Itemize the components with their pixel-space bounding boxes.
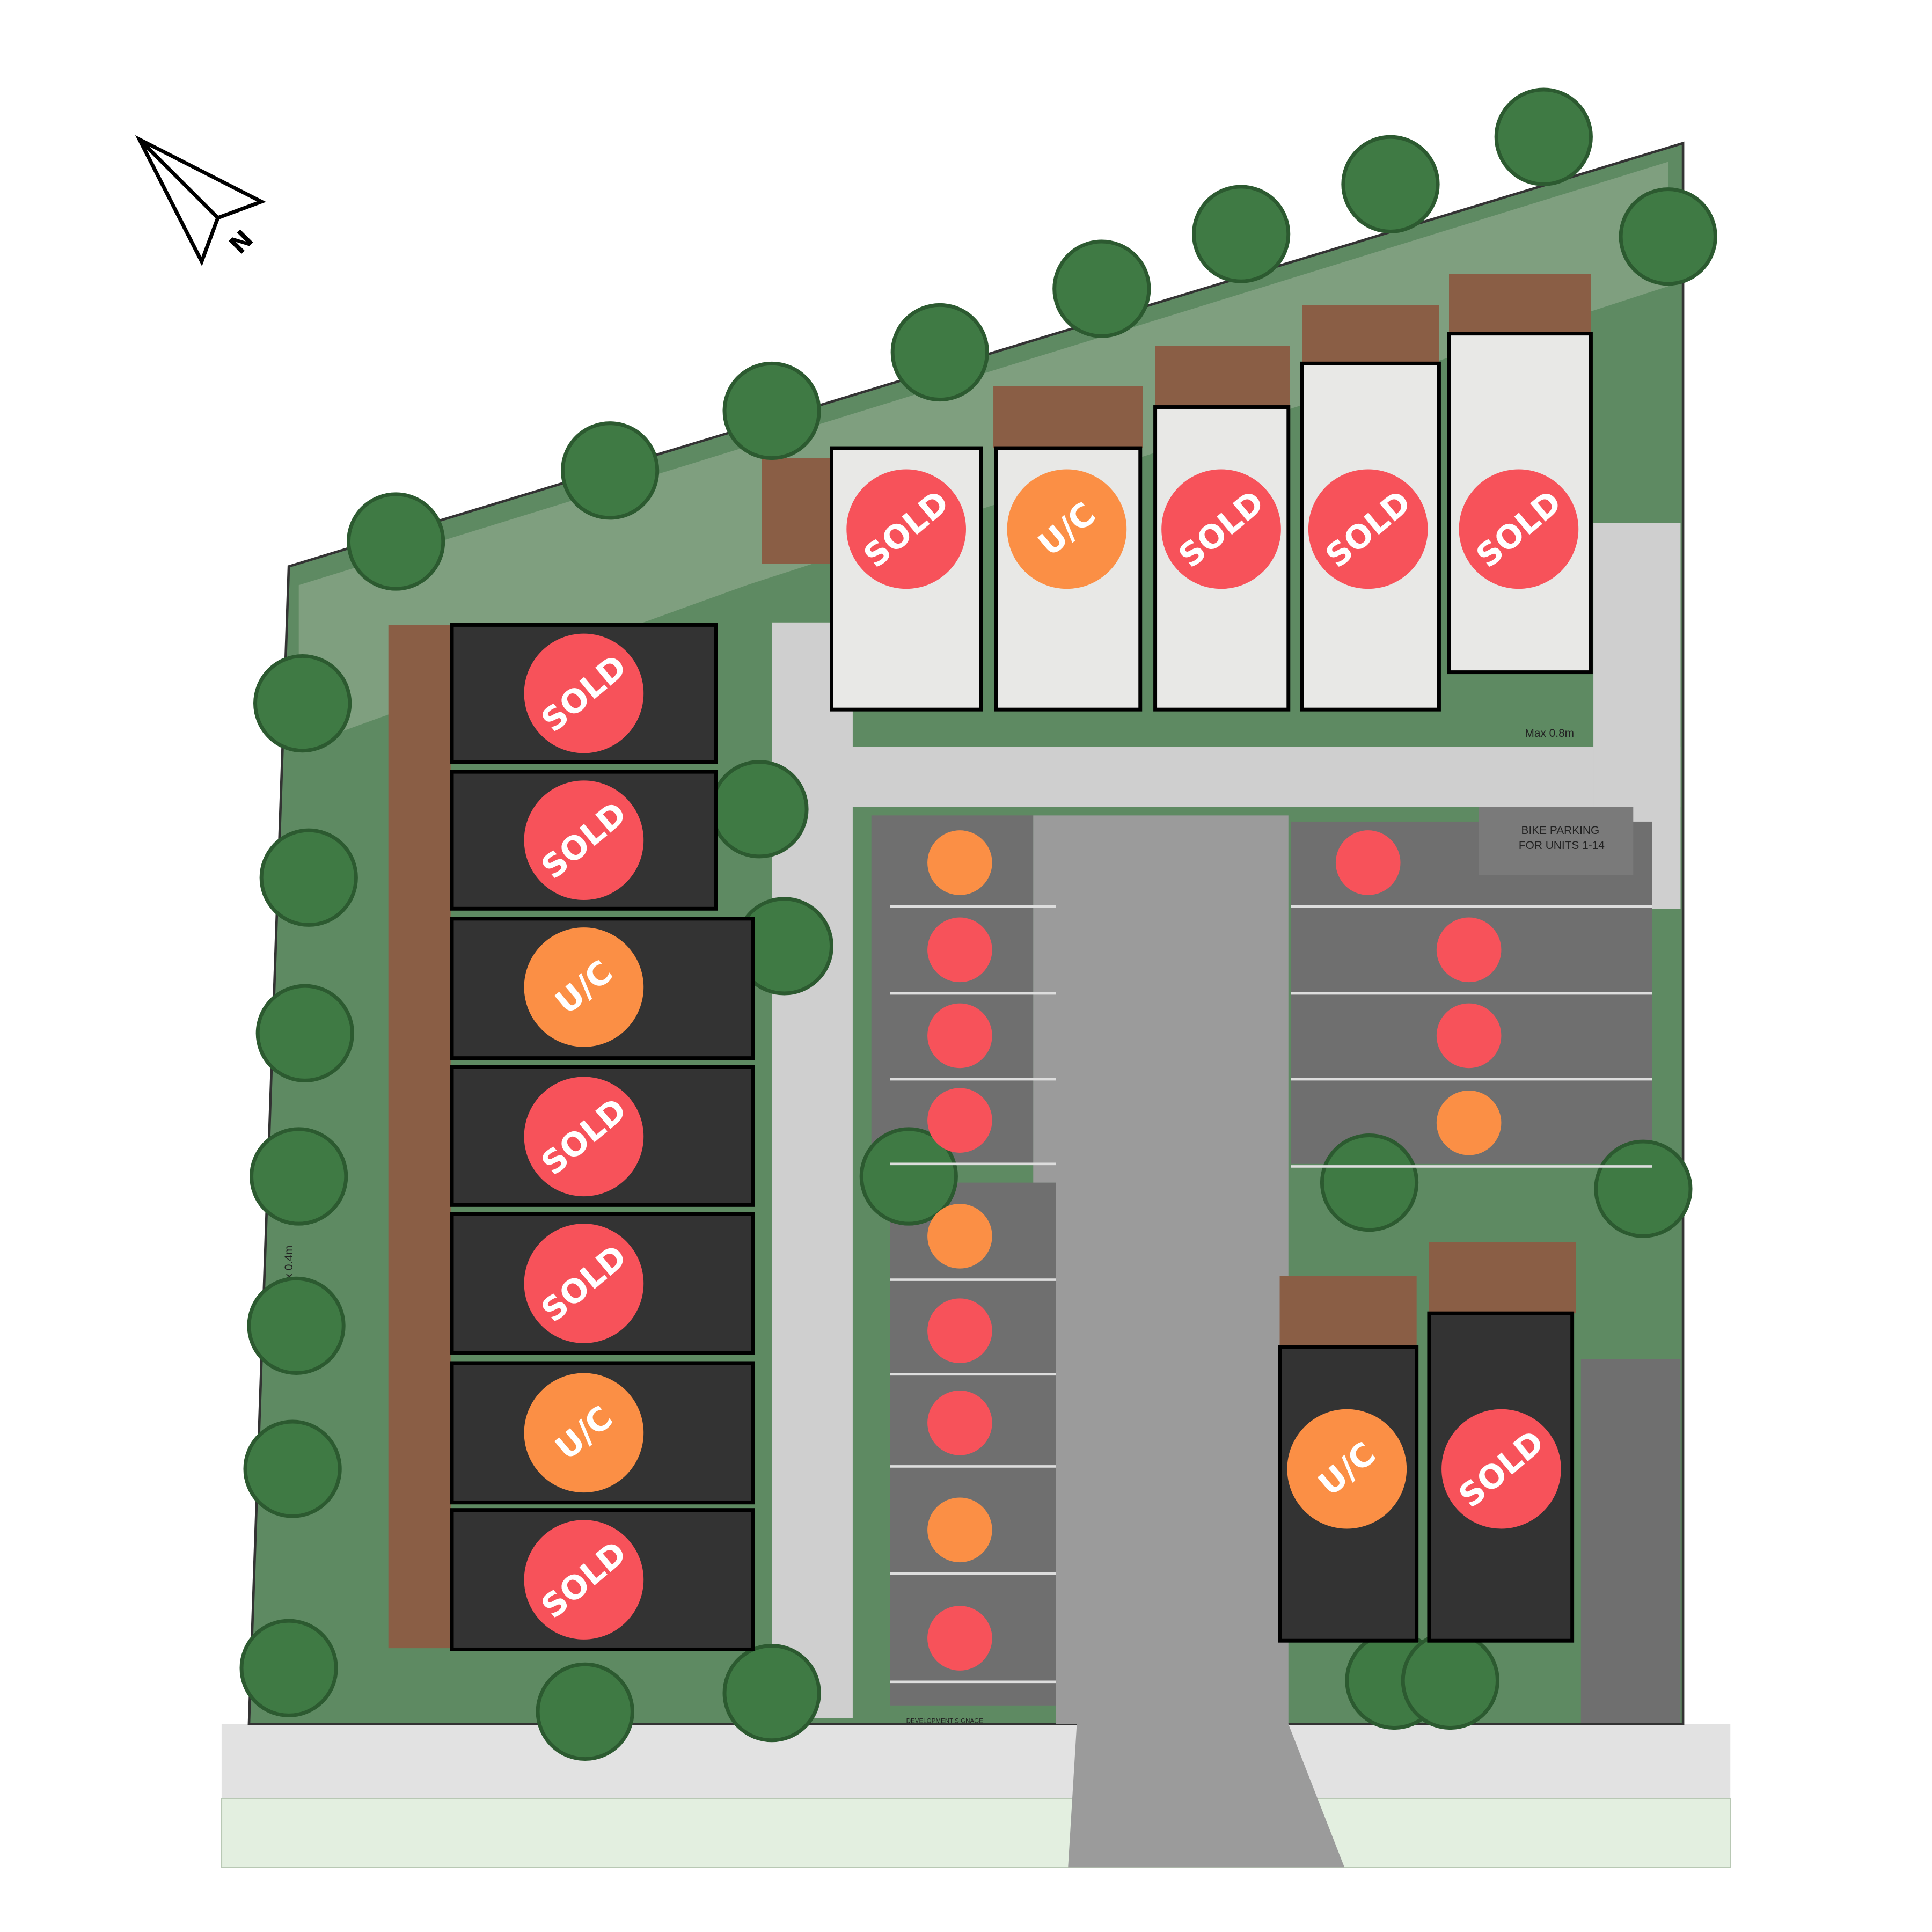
unit-west-2[interactable]: SOLD [450, 770, 718, 911]
timber-deck [1279, 1276, 1417, 1347]
tree-icon [890, 303, 989, 402]
status-badge-sold [524, 1077, 644, 1197]
unit-north-5[interactable]: SOLD [1447, 332, 1593, 675]
status-badge-sold [524, 1520, 644, 1640]
development-signage: DEVELOPMENT SIGNAGE [906, 1718, 984, 1724]
parking-space-left-2-sold[interactable] [927, 917, 992, 983]
tree-icon [347, 492, 445, 591]
tree-icon [243, 1419, 342, 1518]
status-badge-sold [524, 633, 644, 753]
timber-deck [1449, 274, 1591, 334]
parking-space-left-5-uc[interactable] [927, 1204, 992, 1269]
parking-space-left-1-uc[interactable] [927, 830, 992, 895]
tree-icon [560, 421, 660, 520]
driveway [1033, 815, 1345, 1868]
tree-icon [1401, 1631, 1499, 1730]
carpark-southeast [1580, 1359, 1681, 1723]
tree-icon [253, 654, 352, 753]
timber-deck [1155, 346, 1290, 408]
unit-west-7[interactable]: SOLD [450, 1508, 755, 1651]
bike-parking [1479, 807, 1634, 875]
status-badge-sold [524, 780, 644, 901]
unit-southeast-2[interactable]: SOLD [1427, 1311, 1575, 1643]
parking-space-left-4-sold[interactable] [927, 1088, 992, 1153]
parking-space-left-6-sold[interactable] [927, 1298, 992, 1363]
tree-icon [1619, 187, 1717, 286]
street-verge [221, 1798, 1731, 1868]
status-badge-uc [1007, 469, 1127, 589]
status-badge-sold [1308, 469, 1428, 589]
tree-icon [1052, 239, 1151, 338]
unit-north-4[interactable]: SOLD [1300, 361, 1441, 712]
unit-north-1[interactable]: SOLD [830, 446, 983, 712]
unit-north-3[interactable]: SOLD [1153, 405, 1291, 712]
parking-space-right-4-uc[interactable] [1436, 1090, 1502, 1155]
bike-parking-label-2: FOR UNITS 1-14 [1519, 839, 1605, 852]
parking-space-left-9-sold[interactable] [927, 1606, 992, 1671]
status-badge-uc [524, 927, 644, 1047]
north-arrow-icon: N [135, 135, 266, 266]
parking-space-left-3-sold[interactable] [927, 1003, 992, 1069]
tree-icon [247, 1276, 346, 1375]
timber-deck [993, 386, 1143, 449]
tree-icon [250, 1127, 348, 1226]
tree-icon [1320, 1133, 1419, 1232]
tree-icon [239, 1619, 338, 1717]
unit-north-2[interactable]: U/C [994, 446, 1143, 712]
status-badge-sold [1459, 469, 1579, 589]
tree-icon [1192, 185, 1291, 283]
tree-icon [259, 828, 358, 927]
tree-icon [859, 1127, 958, 1226]
timber-deck [762, 458, 832, 564]
parking-space-right-2-sold[interactable] [1436, 917, 1502, 983]
status-badge-sold [524, 1224, 644, 1343]
status-badge-sold [846, 469, 966, 589]
unit-west-3[interactable]: U/C [450, 917, 755, 1060]
tree-icon [1341, 135, 1440, 233]
tree-icon [536, 1662, 634, 1761]
tree-icon [722, 361, 821, 460]
max-height-north: Max 0.8m [1525, 727, 1574, 740]
tree-icon [255, 984, 354, 1082]
tree-icon [1494, 87, 1593, 186]
unit-west-5[interactable]: SOLD [450, 1212, 755, 1355]
bike-parking-label-1: BIKE PARKING [1521, 824, 1600, 837]
unit-west-1[interactable]: SOLD [450, 623, 718, 764]
unit-west-6[interactable]: U/C [450, 1361, 755, 1505]
unit-southeast-1[interactable]: U/C [1278, 1345, 1419, 1643]
parking-space-left-7-sold[interactable] [927, 1390, 992, 1455]
parking-space-right-1-sold[interactable] [1335, 830, 1401, 895]
status-badge-sold [1161, 469, 1281, 589]
street-footpath [221, 1724, 1731, 1799]
timber-deck [1429, 1242, 1576, 1314]
north-label: N [224, 224, 259, 260]
tree-icon [722, 1644, 821, 1743]
status-badge-uc [524, 1373, 644, 1493]
timber-deck [388, 625, 451, 1649]
status-badge-sold [1441, 1409, 1561, 1529]
tree-icon [710, 760, 809, 859]
tree-icon [1594, 1139, 1693, 1238]
status-badge-uc [1287, 1409, 1407, 1529]
timber-deck [1302, 305, 1439, 365]
parking-space-left-8-uc[interactable] [927, 1497, 992, 1563]
parking-space-right-3-sold[interactable] [1436, 1003, 1502, 1069]
footpath-north [772, 747, 1681, 807]
unit-west-4[interactable]: SOLD [450, 1065, 755, 1207]
